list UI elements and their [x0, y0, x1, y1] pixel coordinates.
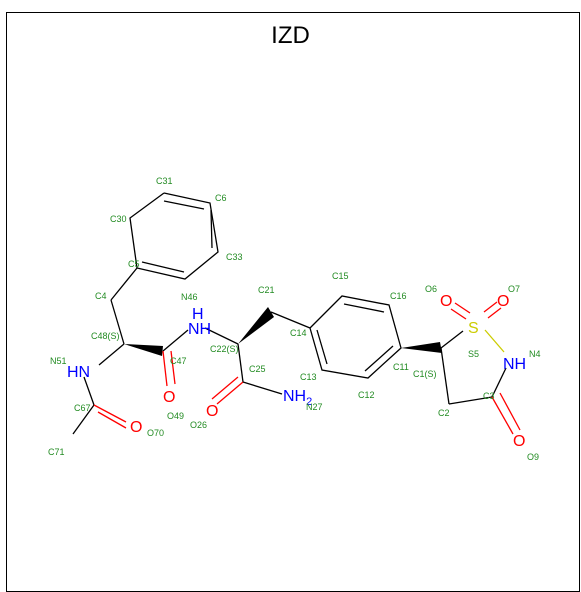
label-o9: O9: [527, 452, 539, 462]
atom-n46-h: H: [192, 306, 204, 323]
atom-o7: O: [497, 293, 509, 310]
label-c1: C1(S): [413, 369, 437, 379]
label-n4: N4: [529, 349, 541, 359]
atom-o9: O: [513, 433, 525, 450]
label-c67: C67: [74, 403, 91, 413]
label-c12: C12: [358, 390, 375, 400]
label-c16: C16: [390, 291, 407, 301]
atom-n46: NH: [188, 321, 211, 338]
atom-o47: O: [163, 389, 175, 406]
label-c30: C30: [110, 214, 127, 224]
label-c15: C15: [332, 271, 349, 281]
label-c2: C2: [438, 408, 450, 418]
isothiazolidinone-ring: [401, 301, 521, 435]
phenyl-ring-left: [129, 192, 219, 280]
label-c14: C14: [290, 328, 307, 338]
label-o49: O49: [167, 411, 184, 421]
phenyl-ring-middle: [309, 295, 402, 379]
label-c33: C33: [226, 252, 243, 262]
atom-o26: O: [206, 403, 218, 420]
backbone-middle: [204, 307, 311, 405]
label-o26: O26: [190, 420, 207, 430]
label-c47: C47: [170, 356, 187, 366]
label-c5: C5: [128, 259, 140, 269]
label-c6: C6: [215, 193, 227, 203]
label-c48: C48(S): [91, 331, 120, 341]
atom-s5: S: [468, 320, 479, 337]
label-c13: C13: [300, 372, 317, 382]
label-c31: C31: [156, 176, 173, 186]
label-o70: O70: [147, 428, 164, 438]
label-c22: C22(S): [210, 344, 239, 354]
atom-n27: NH2: [283, 388, 312, 408]
label-c4: C4: [95, 291, 107, 301]
label-n46: N46: [181, 292, 198, 302]
label-c21: C21: [258, 285, 275, 295]
backbone-left: [72, 267, 189, 435]
label-c3: C3: [483, 391, 495, 401]
label-s5: S5: [468, 349, 479, 359]
label-n27: N27: [306, 402, 323, 412]
label-o7: O7: [508, 284, 520, 294]
molecule-title: IZD: [271, 22, 310, 49]
label-n51: N51: [50, 356, 67, 366]
label-c11: C11: [393, 362, 409, 372]
atom-n4: NH: [503, 356, 526, 373]
label-o6: O6: [425, 284, 437, 294]
label-c25: C25: [249, 364, 266, 374]
atom-o6: O: [440, 293, 452, 310]
atom-labels: C31 C6 C30 C5 C33 C4 N46 C21 C15 C16 O6 …: [48, 176, 541, 462]
atom-n51: HN: [67, 364, 90, 381]
diagram-frame: [6, 12, 580, 592]
label-c71: C71: [48, 447, 65, 457]
atom-o70: O: [130, 419, 142, 436]
